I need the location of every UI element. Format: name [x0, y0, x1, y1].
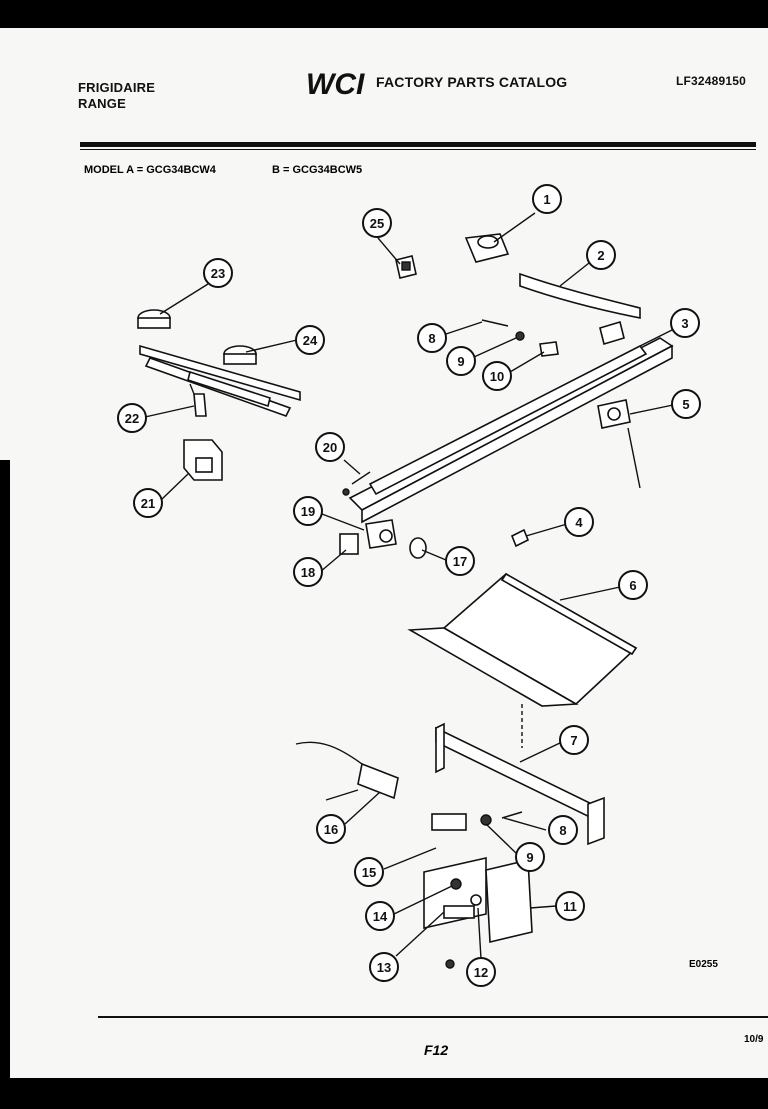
- svg-text:1: 1: [543, 192, 550, 207]
- model-a-label: MODEL A = GCG34BCW4: [84, 164, 216, 176]
- svg-text:10: 10: [490, 369, 504, 384]
- callout-16: 16: [316, 814, 346, 844]
- svg-text:22: 22: [125, 411, 139, 426]
- callout-24: 24: [295, 325, 325, 355]
- brand-block: FRIGIDAIRE RANGE: [78, 80, 155, 112]
- part-5-drawing: [597, 399, 641, 489]
- callout-8-lower: 8: [548, 815, 578, 845]
- callout-21: 21: [133, 488, 163, 518]
- svg-text:4: 4: [575, 515, 583, 530]
- exploded-parts-diagram: 1 2 3 4 5 6 7 8: [117, 184, 701, 987]
- callout-10: 10: [482, 361, 512, 391]
- svg-text:14: 14: [373, 909, 388, 924]
- part-4-drawing: [510, 528, 530, 548]
- callout-11: 11: [555, 891, 585, 921]
- callout-15: 15: [354, 857, 384, 887]
- logo-text: WCI: [306, 68, 365, 100]
- part-25-drawing: [395, 255, 417, 279]
- svg-text:9: 9: [526, 850, 533, 865]
- callout-9-upper: 9: [446, 346, 476, 376]
- callout-19: 19: [293, 496, 323, 526]
- page-number: F12: [424, 1042, 449, 1058]
- callout-4: 4: [564, 507, 594, 537]
- svg-text:13: 13: [377, 960, 391, 975]
- catalog-title: FACTORY PARTS CATALOG: [376, 74, 568, 90]
- footer-rule: [98, 1016, 768, 1018]
- callout-3: 3: [670, 308, 700, 338]
- callout-22: 22: [117, 403, 147, 433]
- product-type: RANGE: [78, 96, 126, 111]
- callout-14: 14: [365, 901, 395, 931]
- callout-7: 7: [559, 725, 589, 755]
- svg-text:6: 6: [629, 578, 636, 593]
- callout-1: 1: [532, 184, 562, 214]
- callout-17: 17: [445, 546, 475, 576]
- callout-8-upper: 8: [417, 323, 447, 353]
- callout-6: 6: [618, 570, 648, 600]
- svg-text:18: 18: [301, 565, 315, 580]
- callout-12: 12: [466, 957, 496, 987]
- svg-text:8: 8: [428, 331, 435, 346]
- svg-text:8: 8: [559, 823, 566, 838]
- svg-text:12: 12: [474, 965, 488, 980]
- svg-text:25: 25: [370, 216, 384, 231]
- model-b-label: B = GCG34BCW5: [272, 164, 363, 176]
- date-fragment: 10/9: [744, 1034, 764, 1045]
- valve-bracket-drawing: [183, 383, 223, 481]
- callout-20: 20: [315, 432, 345, 462]
- svg-text:24: 24: [303, 333, 318, 348]
- svg-text:15: 15: [362, 865, 376, 880]
- svg-text:19: 19: [301, 504, 315, 519]
- part-7-bracket-drawing: [435, 722, 605, 846]
- callout-18: 18: [293, 557, 323, 587]
- upper-small-parts: [481, 319, 559, 357]
- callout-23: 23: [203, 258, 233, 288]
- callout-9-lower: 9: [515, 842, 545, 872]
- svg-text:7: 7: [570, 733, 577, 748]
- callout-13: 13: [369, 952, 399, 982]
- catalog-number: LF32489150: [676, 74, 747, 88]
- wci-logo: WCI: [304, 68, 376, 101]
- svg-text:9: 9: [457, 354, 464, 369]
- catalog-page: FRIGIDAIRE RANGE WCI FACTORY PARTS CATAL…: [0, 28, 768, 1078]
- svg-text:16: 16: [324, 822, 338, 837]
- callout-25: 25: [362, 208, 392, 238]
- leader-lines: [144, 212, 675, 960]
- svg-text:11: 11: [563, 899, 577, 914]
- brand-name: FRIGIDAIRE: [78, 80, 156, 95]
- svg-text:21: 21: [141, 496, 155, 511]
- header-rule-thin: [80, 149, 756, 150]
- burner-assembly-drawing: [137, 309, 301, 417]
- svg-text:20: 20: [323, 440, 337, 455]
- valve-cluster-drawing: [339, 471, 427, 559]
- part-6-panel-drawing: [407, 572, 638, 748]
- manifold-drawing: [348, 233, 674, 524]
- svg-text:17: 17: [453, 554, 467, 569]
- header-rule: [80, 142, 756, 147]
- callout-5: 5: [671, 389, 701, 419]
- scan-edge: [0, 460, 10, 1078]
- svg-text:5: 5: [682, 397, 689, 412]
- part-16-drawing: [295, 741, 399, 801]
- diagram-ref-code: E0255: [689, 959, 718, 970]
- callout-2: 2: [586, 240, 616, 270]
- svg-text:3: 3: [681, 316, 688, 331]
- lower-module-drawing: [423, 811, 533, 969]
- svg-text:2: 2: [597, 248, 604, 263]
- svg-text:23: 23: [211, 266, 225, 281]
